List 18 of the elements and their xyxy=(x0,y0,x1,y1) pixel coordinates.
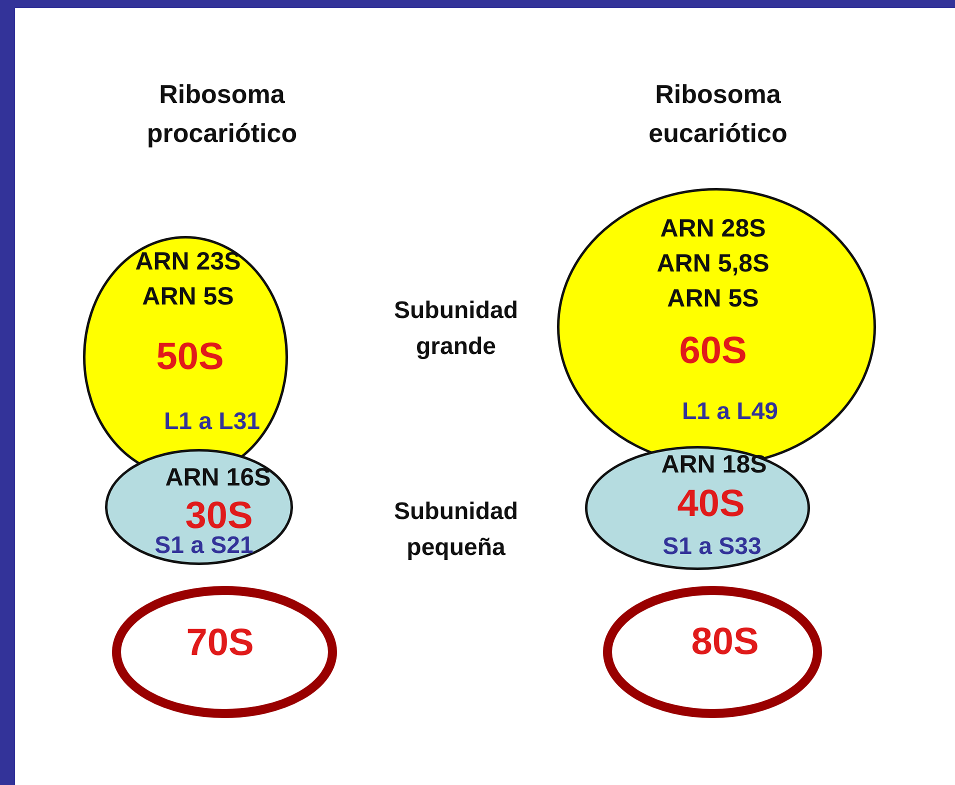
rna-text: ARN 23S xyxy=(135,248,241,276)
protein-range-text: L1 a L49 xyxy=(682,398,778,426)
rna-text: ARN 5S xyxy=(667,285,759,313)
rna-text: ARN 5,8S xyxy=(656,250,770,278)
column-heading: Ribosoma eucariótico xyxy=(648,78,788,150)
sedimentation-value: 50S xyxy=(156,337,224,379)
sedimentation-value: 40S xyxy=(677,484,745,526)
sedimentation-value: 70S xyxy=(186,623,254,665)
rna-text: ARN 28S xyxy=(660,215,766,243)
sedimentation-value: 60S xyxy=(679,331,747,373)
row-label: Subunidad pequeña xyxy=(393,497,519,563)
column-heading: Ribosoma procariótico xyxy=(146,78,298,150)
rna-text: ARN 5S xyxy=(142,283,234,311)
row-label: Subunidad grande xyxy=(393,296,519,362)
protein-range-text: L1 a L31 xyxy=(164,408,260,436)
sedimentation-value: 80S xyxy=(691,622,759,664)
rna-text: ARN 16S xyxy=(165,464,271,492)
protein-range-text: S1 a S33 xyxy=(662,534,762,560)
